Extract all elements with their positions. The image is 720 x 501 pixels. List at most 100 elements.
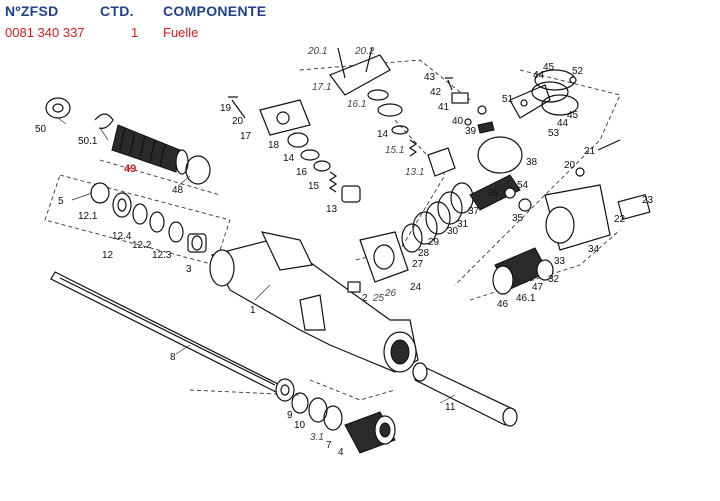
part-52-pin[interactable]: [569, 76, 577, 84]
column-header-part-number: NºZFSD: [5, 3, 59, 19]
leader-lines: [57, 117, 456, 404]
right-cover-group: [492, 139, 651, 295]
label-50-1: 50.1: [78, 136, 98, 147]
part-17-1-cover[interactable]: [329, 54, 391, 96]
label-44-bottom: 44: [557, 118, 569, 129]
part-41-plate[interactable]: [451, 92, 469, 104]
part-51-pin[interactable]: [520, 99, 528, 107]
column-header-component: COMPONENTE: [163, 3, 267, 19]
part-12-4-ring[interactable]: [132, 203, 148, 225]
label-1: 1: [250, 305, 256, 316]
label-53: 53: [548, 128, 560, 139]
label-16-1: 16.1: [347, 99, 366, 110]
lower-ring-group: [291, 392, 396, 454]
label-40: 40: [452, 116, 464, 127]
part-12-2-ring[interactable]: [149, 211, 165, 233]
part-32-ring[interactable]: [536, 259, 554, 281]
label-46: 46: [497, 299, 509, 310]
assembly-guide-lines: [44, 59, 621, 401]
part-22-plate[interactable]: [617, 193, 651, 221]
label-25: 25: [372, 293, 385, 304]
label-20-right: 20: [564, 160, 576, 171]
part-2-plug[interactable]: [347, 281, 361, 293]
part-9-ring[interactable]: [291, 392, 309, 414]
label-13: 13: [326, 204, 338, 215]
label-43: 43: [424, 72, 436, 83]
label-22: 22: [614, 214, 626, 225]
part-12-1-bushing[interactable]: [112, 192, 132, 218]
label-51: 51: [502, 94, 514, 105]
label-17-1: 17.1: [312, 82, 331, 93]
part-40-washer[interactable]: [464, 118, 472, 126]
part-19-bolt[interactable]: [228, 96, 246, 119]
label-2: 2: [362, 293, 368, 304]
part-8-rack-rod[interactable]: [50, 271, 295, 402]
part-27-ring[interactable]: [401, 223, 423, 253]
label-18: 18: [268, 140, 280, 151]
part-46-bearing[interactable]: [492, 265, 514, 295]
part-labels: 50 50.1 49 48 5 12.1 12.4 12.2 12.3 12 3…: [35, 46, 654, 458]
part-42-washer[interactable]: [477, 105, 487, 115]
part-15-spring[interactable]: [328, 171, 338, 193]
label-30: 30: [447, 226, 459, 237]
selected-component[interactable]: Fuelle: [163, 25, 199, 40]
selected-part-number[interactable]: 0081 340 337: [5, 25, 85, 40]
label-28: 28: [418, 248, 430, 259]
label-46-1: 46.1: [516, 293, 536, 304]
part-50-washer[interactable]: [45, 97, 71, 119]
label-7: 7: [326, 440, 332, 451]
label-24: 24: [410, 282, 422, 293]
part-5-ring[interactable]: [90, 182, 110, 204]
part-28-ring[interactable]: [412, 211, 438, 245]
label-41: 41: [438, 102, 450, 113]
part-21-rod[interactable]: [597, 139, 621, 151]
part-39-ring[interactable]: [477, 121, 495, 134]
part-44-ring[interactable]: [531, 81, 569, 103]
part-14-ring[interactable]: [300, 149, 320, 161]
label-23: 23: [642, 195, 654, 206]
part-4-end-nut[interactable]: [344, 411, 396, 454]
label-12-3: 12.3: [152, 250, 172, 261]
label-45-bottom: 45: [567, 110, 579, 121]
part-15-1-spring[interactable]: [408, 139, 418, 157]
label-13-1: 13.1: [405, 167, 424, 178]
label-4: 4: [338, 447, 344, 458]
part-38-pinion[interactable]: [469, 174, 521, 211]
label-17: 17: [240, 131, 252, 142]
part-20-plug[interactable]: [575, 167, 585, 177]
label-15: 15: [308, 181, 320, 192]
part-30-ring[interactable]: [437, 191, 463, 225]
part-13-1-piston[interactable]: [427, 147, 456, 177]
part-49-bellows[interactable]: [111, 124, 189, 175]
part-12-3-ring[interactable]: [168, 221, 184, 243]
label-45-top: 45: [543, 62, 555, 73]
part-13-piston[interactable]: [341, 185, 361, 203]
part-3-bushing[interactable]: [187, 233, 207, 253]
part-50-1-clip[interactable]: [94, 113, 114, 129]
label-15-1: 15.1: [385, 145, 404, 156]
selected-quantity: 1: [131, 25, 139, 40]
part-48-ring[interactable]: [185, 155, 211, 185]
part-18-cap[interactable]: [287, 132, 309, 148]
part-36-fitting[interactable]: [504, 187, 516, 199]
part-18-1-cap[interactable]: [377, 103, 403, 117]
part-29-ring[interactable]: [425, 201, 451, 235]
part-43-bolt[interactable]: [445, 77, 453, 91]
label-21: 21: [584, 146, 596, 157]
label-29: 29: [428, 237, 440, 248]
part-37-valve-body[interactable]: [477, 136, 523, 174]
label-14-left: 14: [283, 153, 295, 164]
part-16-ring[interactable]: [313, 160, 331, 172]
column-header-quantity: CTD.: [100, 3, 134, 19]
part-20-bolts[interactable]: [337, 47, 373, 79]
seal-stack: [347, 182, 474, 293]
label-44-top: 44: [533, 70, 545, 81]
part-53-shaft[interactable]: [509, 84, 551, 119]
part-11-tube[interactable]: [412, 362, 518, 427]
pinion-group: [445, 69, 579, 211]
part-35-nut[interactable]: [518, 198, 532, 212]
part-1-housing[interactable]: [209, 231, 419, 373]
label-34: 34: [588, 244, 600, 255]
part-16-1-ring[interactable]: [367, 89, 389, 101]
